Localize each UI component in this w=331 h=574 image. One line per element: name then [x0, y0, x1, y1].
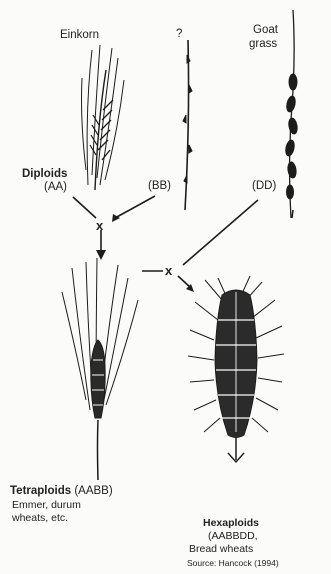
unknown-grass-stalk [183, 40, 192, 210]
aa-arrow-line [73, 197, 96, 218]
cross-symbol-1: x [96, 219, 103, 232]
einkorn-label: Einkorn [60, 29, 99, 42]
hexaploids-genome: (AABBDD, [208, 530, 258, 543]
tetraploids-desc-line1: Emmer, durum [12, 499, 81, 512]
tetraploid-arrowhead [96, 250, 106, 260]
hexaploids-desc: Bread wheats [189, 543, 253, 556]
diploids-label: Diploids [22, 168, 67, 181]
tetraploids-label: Tetraploids (AABB) [10, 485, 113, 498]
tetraploids-desc-line2: wheats, etc. [12, 512, 68, 525]
tetraploids-genome: (AABB) [74, 485, 112, 497]
goat-grass-label-line2: grass [249, 38, 277, 51]
tetraploid-wheat-ear [62, 258, 138, 480]
bb-genome-label: (BB) [148, 180, 171, 193]
hexaploids-title: Hexaploids [203, 517, 259, 530]
tetraploids-title: Tetraploids [10, 485, 71, 497]
bb-arrow-line [115, 196, 155, 218]
cross-symbol-2: x [165, 264, 172, 277]
source-citation: Source: Hancock (1994) [187, 557, 279, 570]
einkorn-wheat-ear [82, 45, 125, 190]
goat-grass-stalk [284, 10, 298, 218]
dd-genome-label: (DD) [252, 180, 276, 193]
unknown-species-label: ? [176, 28, 182, 41]
goat-grass-label-line1: Goat [253, 24, 278, 37]
dd-arrow-line [183, 200, 258, 265]
aa-genome-label: (AA) [44, 181, 67, 194]
hexaploid-wheat-ear [188, 276, 284, 462]
